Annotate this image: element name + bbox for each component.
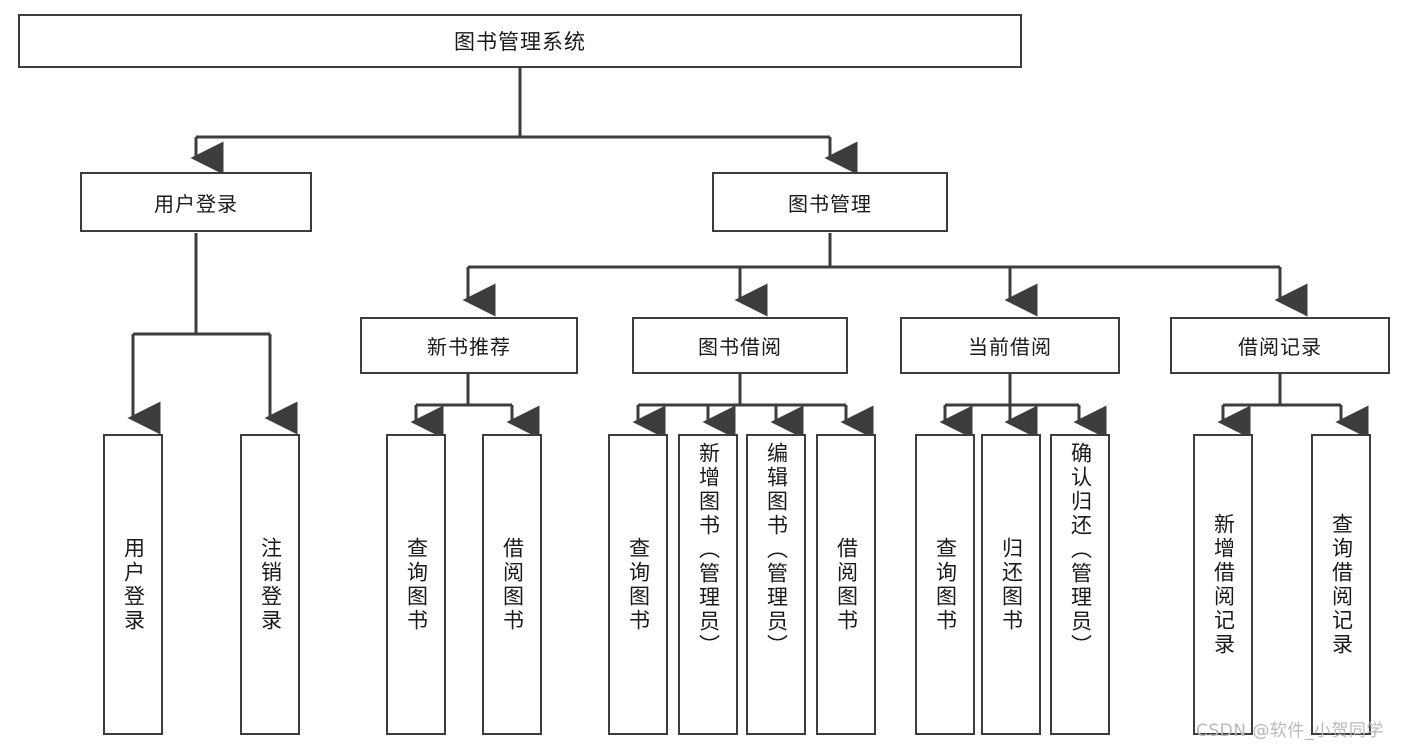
csdn-watermark: CSDN @软件_小贺同学 (1196, 721, 1384, 741)
node-book-manage[interactable]: 图书管理 (712, 172, 948, 232)
leaf-borrow-record-1-label: 新增借阅记录 (1211, 512, 1236, 657)
node-new-book-recommend-label: 新书推荐 (427, 335, 511, 359)
node-borrow-record[interactable]: 借阅记录 (1170, 317, 1390, 374)
leaf-book-borrow-4[interactable]: 借阅图书 (816, 434, 876, 735)
leaf-book-borrow-2-label: 新增图书（管理员） (696, 442, 721, 658)
leaf-book-borrow-1[interactable]: 查询图书 (608, 434, 668, 735)
node-root-label: 图书管理系统 (454, 30, 586, 54)
node-book-borrow-label: 图书借阅 (698, 335, 782, 359)
node-book-manage-label: 图书管理 (788, 191, 872, 216)
node-current-borrow-label: 当前借阅 (968, 335, 1052, 359)
leaf-book-borrow-2[interactable]: 新增图书（管理员） (678, 434, 738, 735)
leaf-borrow-record-2-label: 查询借阅记录 (1329, 512, 1354, 657)
leaf-new-book-1[interactable]: 查询图书 (386, 434, 446, 735)
node-borrow-record-label: 借阅记录 (1238, 335, 1322, 359)
leaf-borrow-record-2[interactable]: 查询借阅记录 (1311, 434, 1371, 735)
node-root[interactable]: 图书管理系统 (18, 14, 1022, 68)
leaf-borrow-record-1[interactable]: 新增借阅记录 (1193, 434, 1253, 735)
leaf-book-borrow-3-label: 编辑图书（管理员） (764, 442, 789, 658)
leaf-book-borrow-1-label: 查询图书 (626, 536, 651, 633)
leaf-new-book-2[interactable]: 借阅图书 (482, 434, 542, 735)
leaf-current-borrow-1-label: 查询图书 (933, 536, 958, 633)
leaf-user-login-1[interactable]: 用户登录 (103, 434, 163, 735)
leaf-current-borrow-2-label: 归还图书 (999, 536, 1024, 633)
leaf-new-book-1-label: 查询图书 (404, 536, 429, 633)
leaf-current-borrow-2[interactable]: 归还图书 (981, 434, 1041, 735)
leaf-user-login-2[interactable]: 注销登录 (240, 434, 300, 735)
leaf-current-borrow-1[interactable]: 查询图书 (915, 434, 975, 735)
leaf-current-borrow-3-label: 确认归还（管理员） (1068, 442, 1093, 658)
leaf-book-borrow-4-label: 借阅图书 (834, 536, 859, 633)
leaf-user-login-2-label: 注销登录 (258, 536, 283, 633)
node-book-borrow[interactable]: 图书借阅 (632, 317, 848, 374)
node-new-book-recommend[interactable]: 新书推荐 (360, 317, 578, 374)
leaf-book-borrow-3[interactable]: 编辑图书（管理员） (746, 434, 806, 735)
node-user-login-label: 用户登录 (154, 191, 238, 216)
leaf-current-borrow-3[interactable]: 确认归还（管理员） (1050, 434, 1110, 735)
leaf-user-login-1-label: 用户登录 (121, 536, 146, 633)
leaf-new-book-2-label: 借阅图书 (500, 536, 525, 633)
node-current-borrow[interactable]: 当前借阅 (900, 317, 1120, 374)
node-user-login[interactable]: 用户登录 (80, 172, 312, 232)
